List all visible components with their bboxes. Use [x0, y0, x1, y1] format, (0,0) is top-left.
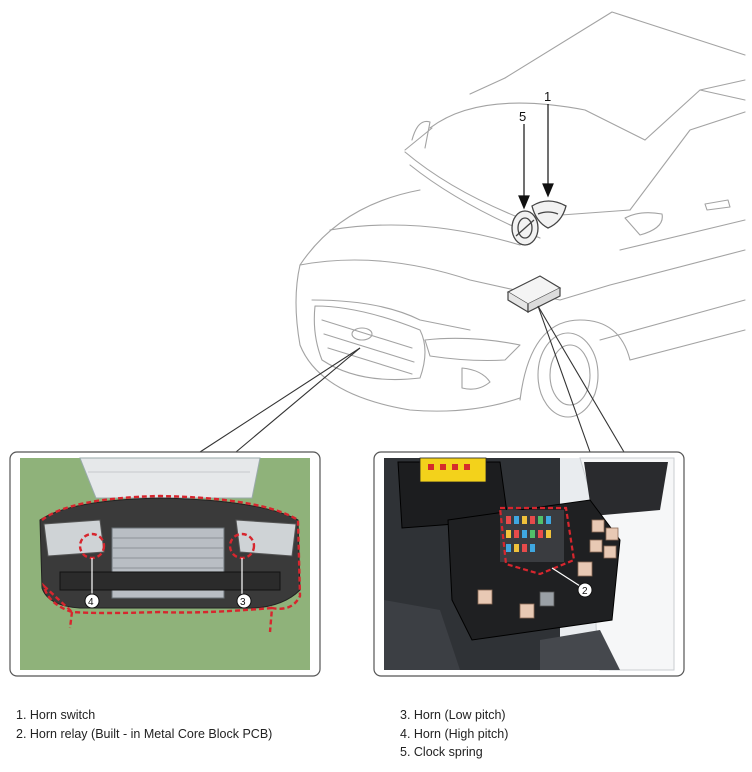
legend-item-horn-low-pitch: 3. Horn (Low pitch): [400, 708, 506, 722]
callout-number-5: 5: [519, 109, 526, 124]
callout-number-2: 2: [582, 586, 588, 597]
callout-number-1: 1: [544, 89, 551, 104]
legend-right-column: 3. Horn (Low pitch) 4. Horn (High pitch)…: [400, 706, 508, 762]
callout-number-4: 4: [88, 597, 94, 608]
legend-item-horn-high-pitch: 4. Horn (High pitch): [400, 726, 509, 741]
horn-switch-part: [531, 200, 567, 229]
legend-item-horn-switch: 1. Horn switch: [16, 708, 96, 722]
clock-spring-part: [511, 210, 539, 246]
callout-arrows: [518, 104, 554, 210]
engine-bay-detail-photo: [373, 451, 685, 677]
legend-left-column: 1. Horn switch 2. Horn relay (Built - in…: [16, 706, 272, 743]
detail-leader-lines: [199, 305, 625, 453]
legend-item-clock-spring: 5. Clock spring: [400, 745, 483, 759]
legend-item-horn-relay: 2. Horn relay (Built - in Metal Core Blo…: [16, 726, 273, 741]
front-bumper-detail-photo: [9, 451, 321, 677]
car-outline-drawing: [295, 11, 746, 418]
callout-number-3: 3: [240, 597, 246, 608]
junction-box-part: [506, 275, 562, 314]
